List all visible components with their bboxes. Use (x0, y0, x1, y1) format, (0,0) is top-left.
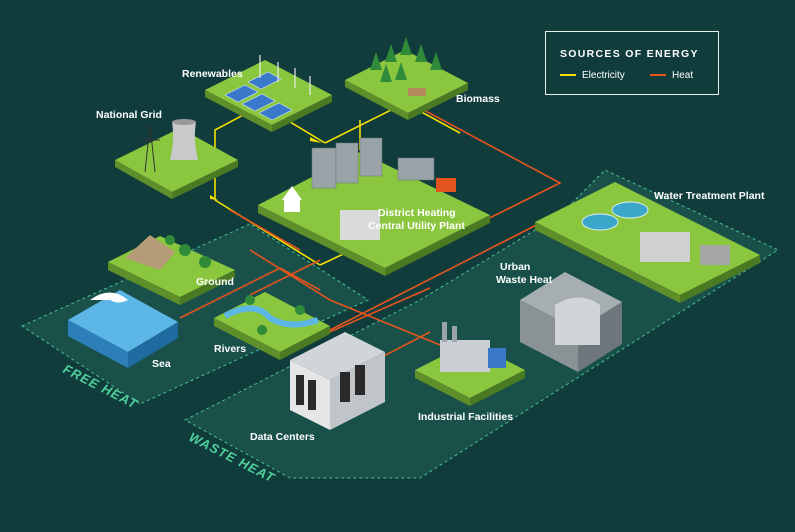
water-treatment-platform (535, 182, 760, 303)
urban-waste-heat-label-1: Urban (500, 261, 530, 273)
water-treatment-label: Water Treatment Plant (654, 190, 765, 202)
sea-platform (68, 290, 178, 368)
central-plant-platform (258, 137, 490, 276)
biomass-platform (345, 37, 468, 120)
electricity-arrow (210, 195, 218, 200)
urban-waste-heat-label-2: Waste Heat (496, 274, 553, 286)
heat-line-icon (650, 74, 666, 77)
national-grid-platform (115, 119, 238, 199)
renewables-label: Renewables (182, 68, 243, 80)
national-grid-label: National Grid (96, 109, 162, 121)
ground-label: Ground (196, 276, 234, 288)
ground-platform (108, 235, 235, 305)
district-heating-label-2: Central Utility Plant (368, 220, 465, 232)
legend-item-heat: Heat (650, 70, 693, 81)
rivers-platform (214, 292, 330, 360)
urban-waste-heat-platform (520, 272, 622, 372)
legend-heat-label: Heat (672, 70, 694, 81)
industrial-facilities-label: Industrial Facilities (418, 411, 513, 423)
electricity-arrow (310, 137, 322, 143)
legend-box: SOURCES OF ENERGY Electricity Heat (545, 31, 719, 95)
rivers-label: Rivers (214, 343, 246, 355)
electricity-line-icon (560, 74, 576, 77)
renewables-platform (205, 55, 332, 132)
data-centers-platform (290, 332, 385, 430)
biomass-label: Biomass (456, 93, 500, 105)
data-centers-label: Data Centers (250, 431, 315, 443)
legend-item-electricity: Electricity (560, 70, 625, 81)
legend-title: SOURCES OF ENERGY (560, 48, 699, 60)
industrial-platform (415, 322, 525, 406)
district-heating-label-1: District Heating (378, 207, 456, 219)
legend-electricity-label: Electricity (582, 70, 625, 81)
sea-label: Sea (152, 358, 171, 370)
